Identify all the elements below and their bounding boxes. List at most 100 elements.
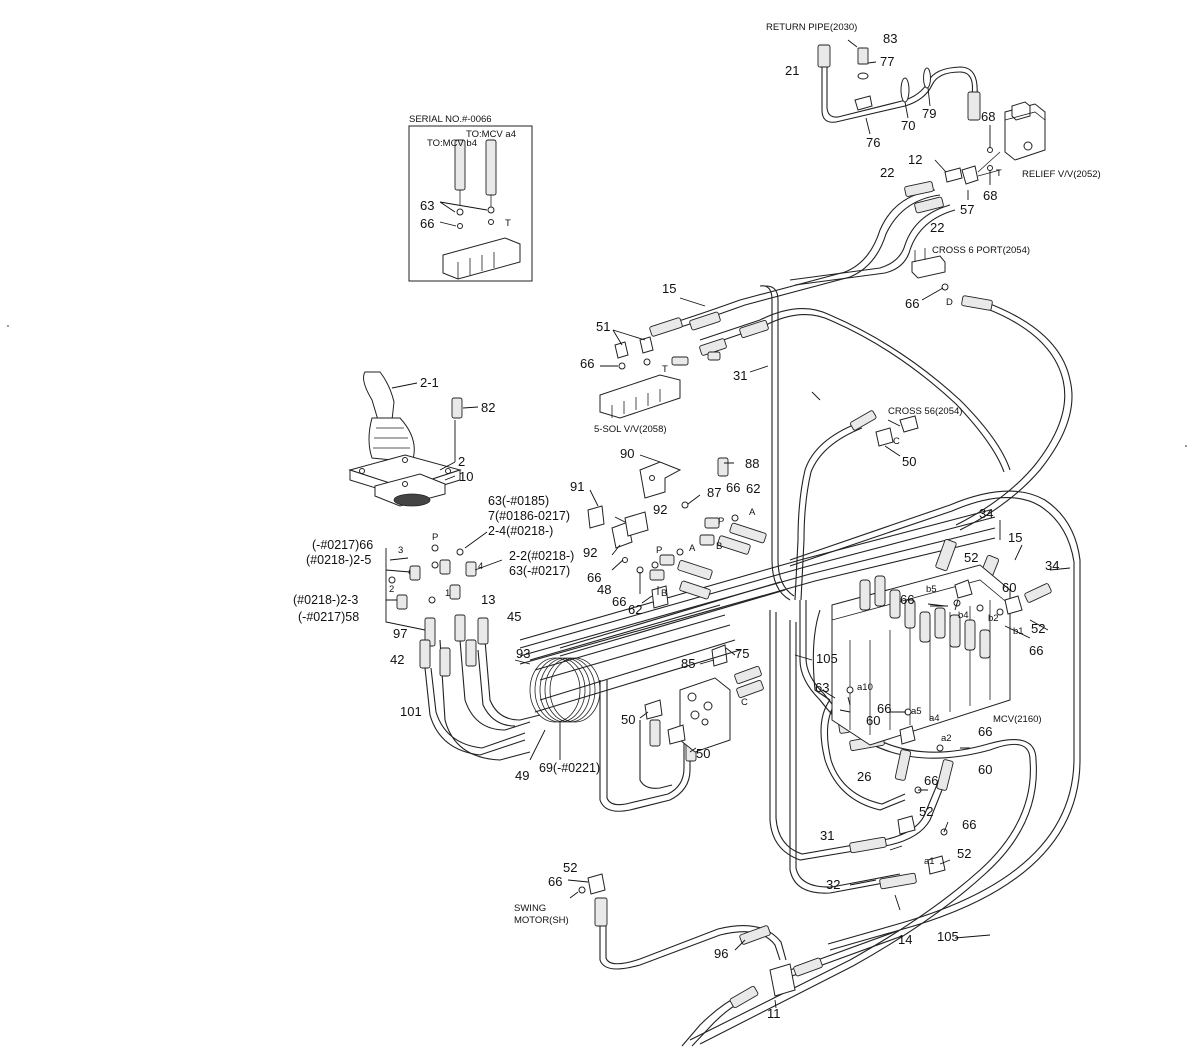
swing-motor-fittings — [567, 873, 796, 1009]
part-21: 21 — [785, 63, 799, 78]
hose-coil-bundle — [514, 604, 741, 761]
c-port-block — [639, 644, 736, 753]
part-48: 48 — [597, 582, 611, 597]
part-62-top: 62 — [746, 481, 760, 496]
part-52-c: 52 — [919, 804, 933, 819]
port-c-cross: C — [893, 436, 900, 447]
part-14: 14 — [898, 932, 912, 947]
part-90: 90 — [620, 446, 634, 461]
part-50-c: 50 — [696, 746, 710, 761]
part-52-d: 52 — [957, 846, 971, 861]
cross-6-port — [911, 248, 949, 301]
part-66-c: 66 — [587, 570, 601, 585]
part-62-bottom: 62 — [628, 602, 642, 617]
part-number-callouts: 21 83 77 76 70 79 68 68 12 22 22 57 66 1… — [390, 31, 1059, 1021]
port-b2: B — [661, 588, 667, 599]
part-66-bracket: 66 — [726, 480, 740, 495]
port-t-inset: T — [505, 218, 511, 229]
part-31-bottom: 31 — [820, 828, 834, 843]
part-57: 57 — [960, 202, 974, 217]
part-50-b: 50 — [621, 712, 635, 727]
diagram-text: RETURN PIPE(2030) RELIEF V/V(2052) CROSS… — [293, 22, 1101, 926]
part-26: 26 — [857, 769, 871, 784]
serial-inset — [408, 125, 533, 282]
port-t-sol: T — [662, 364, 668, 375]
return-pipe-parts — [847, 39, 931, 135]
part-10: 10 — [459, 469, 473, 484]
port-b1: B — [716, 541, 722, 552]
part-68-top: 68 — [981, 109, 995, 124]
part-63-b: 63 — [815, 680, 829, 695]
label-to-mcv-b4: TO:MCV b4 — [427, 138, 477, 149]
label-cross-56: CROSS 56(2054) — [888, 406, 962, 417]
port-p1: P — [718, 516, 724, 527]
port-a2: A — [689, 543, 696, 554]
part-92-a: 92 — [653, 502, 667, 517]
part-31-top: 31 — [733, 368, 747, 383]
part-87: 87 — [707, 485, 721, 500]
part-77: 77 — [880, 54, 894, 69]
part-15-right: 15 — [1008, 530, 1022, 545]
part-60-b: 60 — [866, 713, 880, 728]
port-a1: A — [749, 507, 756, 518]
label-serial-no: SERIAL NO.#-0066 — [409, 114, 492, 125]
port-a10: a10 — [857, 682, 873, 693]
label-swing: SWING — [514, 903, 546, 914]
part-52-b: 52 — [1031, 621, 1045, 636]
part-12: 12 — [908, 152, 922, 167]
label-relief-valve: RELIEF V/V(2052) — [1022, 169, 1101, 180]
cross-56 — [875, 415, 919, 457]
part-60-a: 60 — [1002, 580, 1016, 595]
part-34-b: 34 — [1045, 558, 1059, 573]
part-101: 101 — [400, 704, 422, 719]
part-52-e: 52 — [563, 860, 577, 875]
port-n3: 3 — [398, 545, 403, 556]
part-63-inset: 63 — [420, 198, 434, 213]
part-52-a: 52 — [964, 550, 978, 565]
port-b2-mcv: b2 — [988, 613, 999, 624]
port-a1-mcv: a1 — [924, 856, 935, 867]
part-66-e: 66 — [900, 592, 914, 607]
part-13: 13 — [481, 592, 495, 607]
part-92-b: 92 — [583, 545, 597, 560]
port-p3: P — [432, 532, 438, 543]
port-p2: P — [656, 545, 662, 556]
label-return-pipe: RETURN PIPE(2030) — [766, 22, 857, 33]
part-85: 85 — [681, 656, 695, 671]
port-b4: b4 — [958, 610, 969, 621]
port-a2-mcv: a2 — [941, 733, 952, 744]
hose-network — [424, 60, 1081, 1047]
label-cross-6-port: CROSS 6 PORT(2054) — [932, 245, 1030, 256]
label-5-sol-valve: 5-SOL V/V(2058) — [594, 424, 667, 435]
label-58-0217: (-#0217)58 — [298, 610, 359, 624]
part-66-inset: 66 — [420, 216, 434, 231]
part-2-1: 2-1 — [420, 375, 439, 390]
port-b1-mcv: b1 — [1013, 626, 1024, 637]
label-2-2: 2-2(#0218-) — [509, 549, 574, 563]
port-b5: b5 — [926, 584, 937, 595]
port-a5: a5 — [911, 706, 922, 717]
port-t-relief: T — [996, 168, 1002, 179]
part-32: 32 — [826, 877, 840, 892]
part-68-bottom: 68 — [983, 188, 997, 203]
port-n2: 2 — [389, 584, 394, 595]
port-n4: 4 — [478, 561, 483, 572]
part-66-i: 66 — [924, 773, 938, 788]
port-d: D — [946, 297, 953, 308]
label-mcv: MCV(2160) — [993, 714, 1042, 725]
part-22-b: 22 — [930, 220, 944, 235]
part-15-top: 15 — [662, 281, 676, 296]
part-97: 97 — [393, 626, 407, 641]
part-2: 2 — [458, 454, 465, 469]
label-swing-motor: MOTOR(SH) — [514, 915, 569, 926]
label-63-0185: 63(-#0185) — [488, 494, 549, 508]
part-34-a: 34 — [979, 506, 993, 521]
part-42: 42 — [390, 652, 404, 667]
part-66-d: 66 — [612, 594, 626, 609]
label-2-3: (#0218-)2-3 — [293, 593, 358, 607]
part-51: 51 — [596, 319, 610, 334]
port-n1: 1 — [445, 588, 450, 599]
part-88: 88 — [745, 456, 759, 471]
label-to-mcv-a4: TO:MCV a4 — [466, 129, 516, 140]
